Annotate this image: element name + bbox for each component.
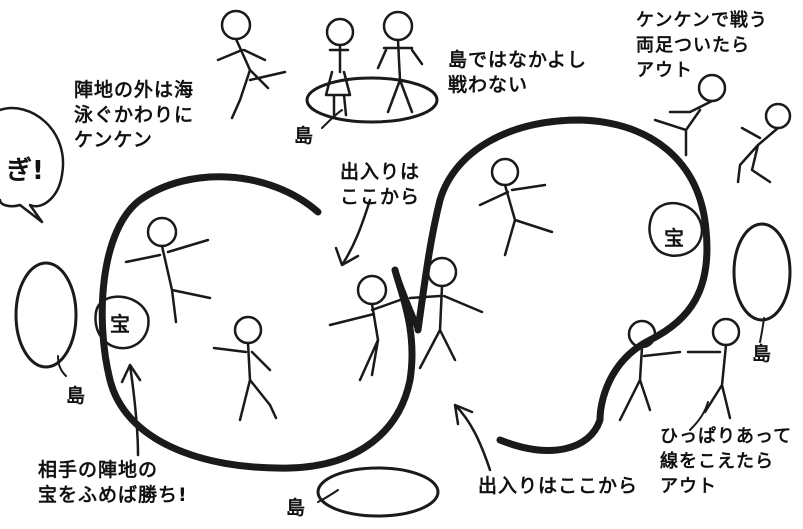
speech-bubble-text: ぎ! xyxy=(6,156,44,186)
label-island-left: 島 xyxy=(66,385,87,407)
child-figures xyxy=(124,9,792,422)
label-island-bottom: 島 xyxy=(286,497,307,519)
child-court-right-runner xyxy=(478,157,554,257)
child-running-topleft xyxy=(216,9,287,120)
child-court-left-girl xyxy=(212,315,278,422)
child-pulling-left xyxy=(328,274,402,382)
label-win-rule: 相手の陣地の 宝をふめば勝ち! xyxy=(38,459,188,506)
label-island-top: 島 xyxy=(294,125,315,147)
pointer-pull-rule xyxy=(689,401,709,431)
label-treasure-left: 宝 xyxy=(110,312,130,336)
child-pull-girl xyxy=(618,319,682,422)
pointer-island-bottom xyxy=(317,489,339,503)
pointer-island-top xyxy=(321,109,343,129)
pointer-island-left xyxy=(57,355,67,377)
arrow-win-rule xyxy=(120,363,142,457)
court-boundary-right xyxy=(414,116,711,454)
child-island-boy xyxy=(376,10,424,114)
court-boundary-connector xyxy=(392,267,421,333)
court-boundary-left xyxy=(98,173,416,472)
island-bottom xyxy=(316,466,440,518)
island-left xyxy=(14,261,78,369)
speech-bubble xyxy=(0,106,65,224)
label-pull-rule: ひっぱりあって 線をこえたら アウト xyxy=(660,426,793,497)
pointer-island-right xyxy=(759,317,765,343)
island-right xyxy=(732,222,792,322)
island-top xyxy=(305,76,439,124)
label-island-right: 島 xyxy=(752,343,773,365)
label-entrance-bottom: 出入りはここから xyxy=(478,475,639,497)
label-hop-fight: ケンケンで戦う 両足ついたら アウト xyxy=(636,10,768,81)
treasure-circle-left xyxy=(94,295,150,350)
label-entrance-top: 出入りは ここから xyxy=(340,161,421,208)
child-pulling-right xyxy=(408,256,484,370)
label-island-rule: 島ではなかよし 戦わない xyxy=(448,49,588,96)
child-island-girl xyxy=(324,17,355,117)
arrow-entrance-bottom xyxy=(453,403,492,472)
label-treasure-right: 宝 xyxy=(664,226,684,250)
child-court-left-boy xyxy=(124,216,212,324)
child-hopping-right xyxy=(736,102,792,184)
child-hopping-left xyxy=(653,73,727,157)
treasure-circle-right xyxy=(648,201,704,257)
arrow-entrance-top xyxy=(334,198,372,267)
label-outside-base: 陣地の外は海 泳ぐかわりに ケンケン xyxy=(74,79,195,151)
child-pull-boy xyxy=(686,317,741,420)
